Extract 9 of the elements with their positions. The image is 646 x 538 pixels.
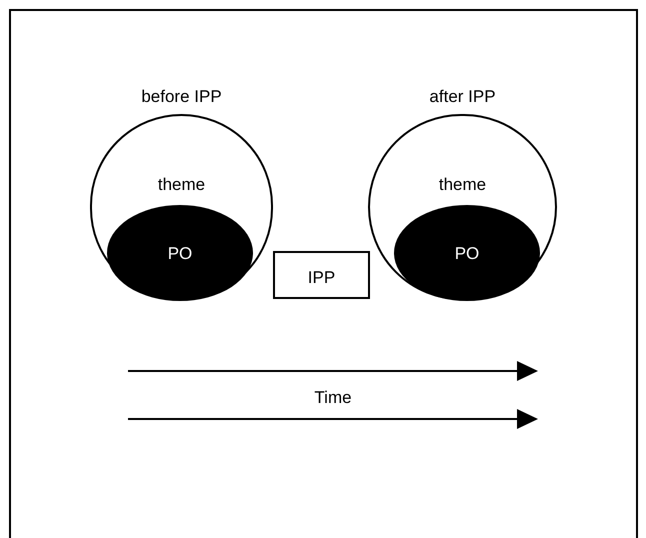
axis-label: Time — [313, 387, 353, 409]
node-label: PO — [166, 243, 194, 265]
node-label: after IPP — [428, 86, 497, 108]
process-box — [273, 251, 370, 299]
node-label: theme — [156, 174, 206, 196]
node-label: PO — [454, 243, 480, 265]
node-label: theme — [438, 174, 488, 196]
node-label: before IPP — [140, 86, 223, 108]
node-label: IPP — [306, 267, 336, 289]
